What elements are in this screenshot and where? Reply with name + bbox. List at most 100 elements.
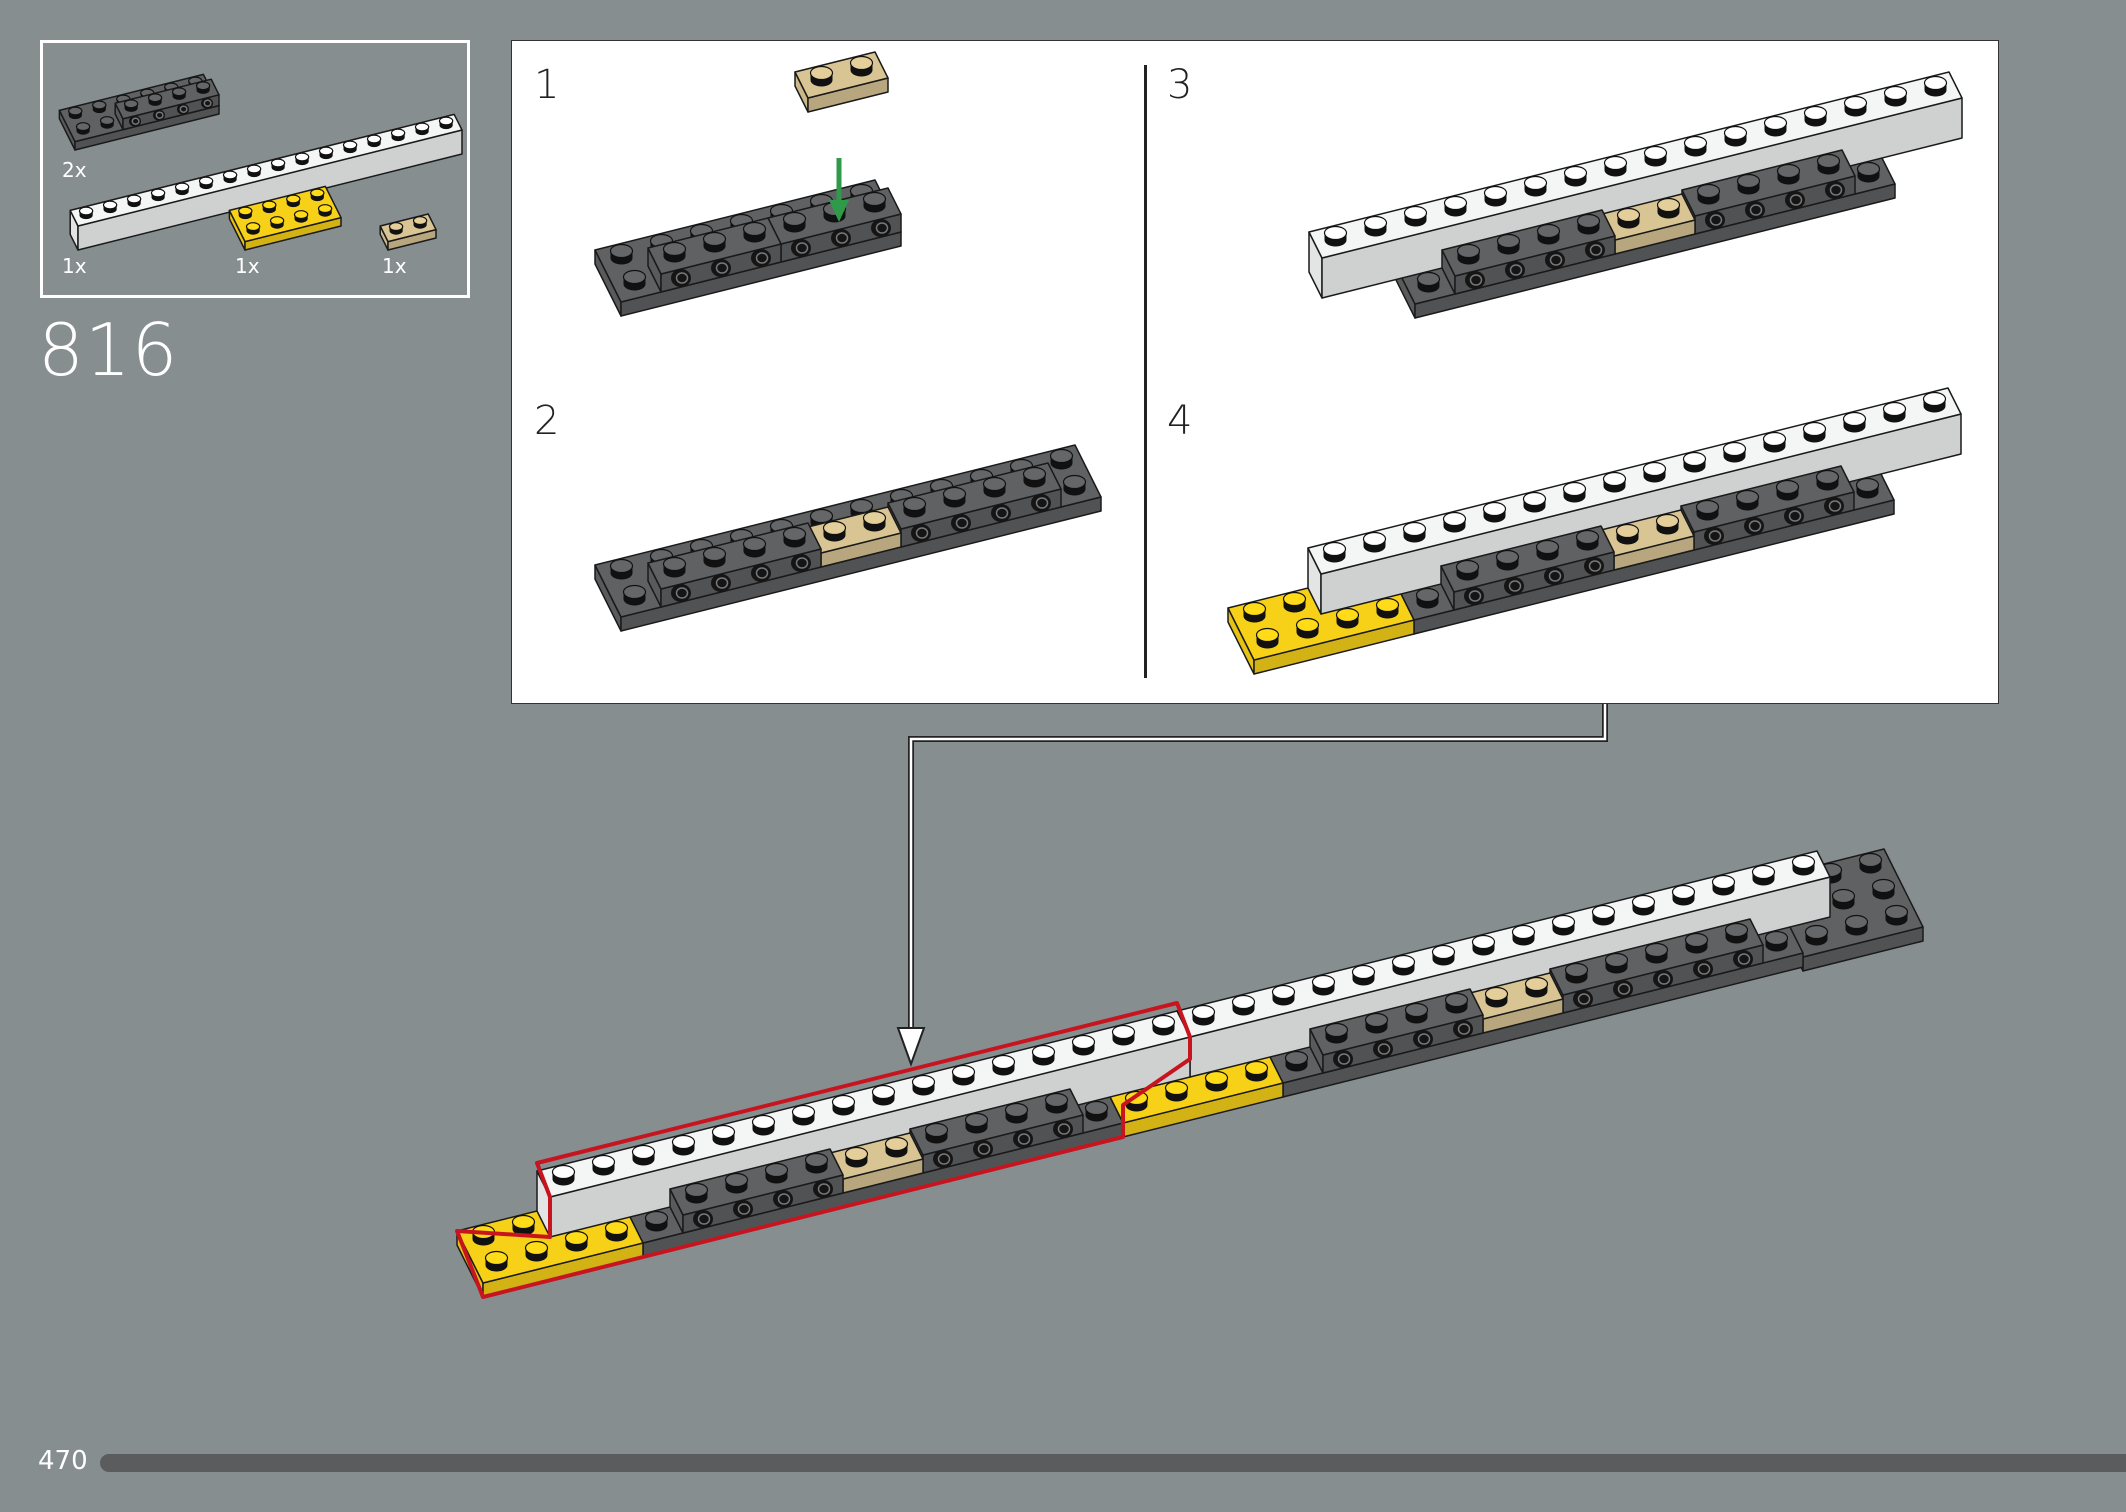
technic-hole-rim bbox=[1469, 274, 1483, 286]
technic-hole bbox=[733, 1200, 753, 1218]
stud-top bbox=[1536, 223, 1561, 239]
stud-top bbox=[764, 1162, 789, 1178]
stud-top bbox=[862, 191, 887, 207]
stud-top bbox=[1523, 175, 1548, 191]
technic-hole bbox=[791, 554, 811, 572]
technic-hole bbox=[1825, 181, 1845, 199]
stud-top bbox=[123, 99, 139, 109]
stud-top bbox=[1562, 481, 1587, 497]
stud-top bbox=[1004, 1102, 1029, 1118]
technic-hole-rim bbox=[1789, 194, 1803, 206]
technic-hole-rim bbox=[675, 587, 689, 599]
stud-top bbox=[1684, 932, 1709, 948]
brick-top-face bbox=[1680, 465, 1855, 533]
brick-top-face bbox=[909, 1088, 1084, 1156]
technic-hole bbox=[1373, 1040, 1393, 1058]
stud-top bbox=[942, 486, 967, 502]
stud-top bbox=[662, 556, 687, 572]
technic-hole-rim bbox=[1377, 1043, 1391, 1055]
part-qty-yellow-plate: 1x bbox=[235, 254, 260, 278]
stud-top bbox=[1255, 627, 1280, 643]
stud-top bbox=[1922, 391, 1947, 407]
green-arrow-head-icon bbox=[829, 200, 849, 222]
stud-top bbox=[622, 584, 647, 600]
part-qty-white-brick: 1x bbox=[62, 254, 87, 278]
technic-hole bbox=[1653, 970, 1673, 988]
substep-label-4: 4 bbox=[1167, 398, 1193, 444]
technic-hole bbox=[1704, 527, 1724, 545]
substep-divider bbox=[1144, 65, 1147, 678]
stud-top bbox=[1431, 944, 1456, 960]
stud-top bbox=[1711, 874, 1736, 890]
technic-hole-rim bbox=[1737, 953, 1751, 965]
stud-top bbox=[551, 1164, 576, 1180]
technic-hole bbox=[1031, 494, 1051, 512]
stud-top bbox=[1591, 904, 1616, 920]
technic-hole-rim bbox=[875, 222, 889, 234]
technic-hole-rim bbox=[179, 105, 188, 113]
technic-hole bbox=[911, 524, 931, 542]
stud-top bbox=[269, 216, 285, 226]
stud-top bbox=[1615, 523, 1640, 539]
part-yellow-plate bbox=[228, 185, 342, 251]
technic-hole bbox=[813, 1180, 833, 1198]
technic-hole bbox=[1545, 251, 1565, 269]
stud-top bbox=[924, 1122, 949, 1138]
stud-top bbox=[631, 1144, 656, 1160]
technic-hole-rim bbox=[131, 117, 140, 125]
stud-top bbox=[1871, 878, 1896, 894]
technic-hole-rim bbox=[1749, 204, 1763, 216]
stud-top bbox=[742, 221, 767, 237]
stud-top bbox=[102, 200, 118, 210]
dark-technic-brick bbox=[647, 522, 822, 608]
technic-hole bbox=[1584, 557, 1604, 575]
technic-hole bbox=[1745, 201, 1765, 219]
stud-top bbox=[1776, 163, 1801, 179]
dark-technic-brick bbox=[1681, 149, 1856, 235]
stud-top bbox=[1242, 601, 1267, 617]
technic-hole bbox=[711, 574, 731, 592]
brick-top-face bbox=[69, 113, 463, 227]
technic-hole bbox=[1784, 507, 1804, 525]
stud-top bbox=[1764, 930, 1789, 946]
parts-list-box bbox=[40, 40, 470, 298]
technic-hole-rim bbox=[937, 1153, 951, 1165]
stud-top bbox=[1084, 1100, 1109, 1116]
part-qty-dark-plate: 2x bbox=[62, 158, 87, 182]
technic-hole bbox=[1413, 1030, 1433, 1048]
stud-top bbox=[1415, 587, 1440, 603]
stud-top bbox=[871, 1084, 896, 1100]
stud-top bbox=[1843, 95, 1868, 111]
stud-top bbox=[809, 508, 834, 524]
stud-top bbox=[1551, 914, 1576, 930]
stud-top bbox=[1736, 173, 1761, 189]
stud-top bbox=[147, 93, 163, 103]
stud-top bbox=[198, 176, 214, 186]
technic-hole bbox=[671, 269, 691, 287]
technic-hole bbox=[871, 219, 891, 237]
technic-hole-rim bbox=[1589, 244, 1603, 256]
technic-hole-rim bbox=[755, 567, 769, 579]
stud-top bbox=[782, 211, 807, 227]
stud-top bbox=[782, 526, 807, 542]
technic-hole bbox=[1824, 497, 1844, 515]
technic-hole bbox=[951, 514, 971, 532]
stud-top bbox=[1404, 1002, 1429, 1018]
technic-hole-rim bbox=[1748, 520, 1762, 532]
stud-top bbox=[564, 1230, 589, 1246]
substep-label-1: 1 bbox=[534, 62, 560, 108]
stud-top bbox=[1884, 904, 1909, 920]
technic-hole bbox=[1013, 1130, 1033, 1148]
technic-hole-rim bbox=[715, 262, 729, 274]
stud-top bbox=[982, 476, 1007, 492]
stud-top bbox=[318, 146, 334, 156]
stud-top bbox=[1062, 474, 1087, 490]
brick-top-face bbox=[114, 78, 220, 120]
substep-label-3: 3 bbox=[1167, 62, 1193, 108]
technic-hole-rim bbox=[1417, 1033, 1431, 1045]
stud-top bbox=[742, 536, 767, 552]
technic-hole-rim bbox=[977, 1143, 991, 1155]
technic-hole-rim bbox=[1549, 254, 1563, 266]
stud-top bbox=[1522, 491, 1547, 507]
stud-top bbox=[1655, 513, 1680, 529]
